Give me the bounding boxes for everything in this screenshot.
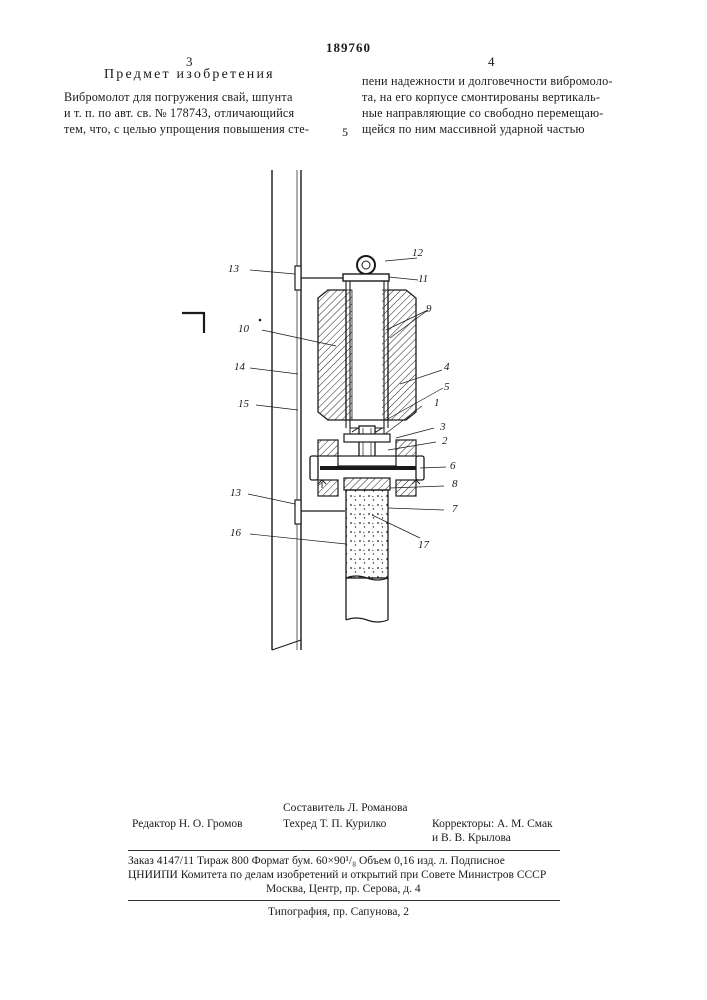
lifting-eye [357,256,375,274]
right-text-line-4: щейся по ним массивной ударной частью [362,122,585,137]
imprint-correctors-2: и В. В. Крылова [432,832,511,844]
striking-mass-left [318,290,346,420]
eccentric-lower-left [318,480,338,496]
label-14: 14 [234,361,246,373]
right-text-line-2: та, на его корпусе смонтированы вертикал… [362,90,600,105]
pile-head [346,490,388,578]
imprint-divider [128,850,560,851]
line-number: 5 [342,125,348,140]
label-1: 1 [434,397,440,409]
label-8: 8 [452,478,458,490]
label-7: 7 [452,503,458,515]
label-5: 5 [444,381,450,393]
technical-drawing: 13 12 11 9 10 14 15 4 5 1 3 2 6 8 7 17 1… [160,170,600,660]
label-12: 12 [412,247,424,259]
imprint-organization: ЦНИИПИ Комитета по делам изобретений и о… [128,869,546,881]
eccentric-upper-left [318,440,338,456]
right-text-line-1: пени надежности и долговечности вибромол… [362,74,613,89]
label-10: 10 [238,323,250,335]
right-text-line-3: ные направляющие со свободно перемещаю- [362,106,604,121]
label-6: 6 [450,460,456,472]
clamp-upper [295,266,301,290]
imprint-compiler: Составитель Л. Романова [283,802,407,814]
left-text-line-3: тем, что, с целью упрощения повышения ст… [64,122,309,137]
imprint-order: Заказ 4147/11 Тираж 800 Формат бум. 60×9… [128,855,505,867]
section-heading: Предмет изобретения [104,67,275,83]
label-17: 17 [418,539,430,551]
label-16: 16 [230,527,242,539]
label-11: 11 [418,273,428,285]
column-number-right: 4 [488,54,495,70]
imprint-address: Москва, Центр, пр. Серова, д. 4 [266,883,421,895]
imprint-editor: Редактор Н. О. Громов [132,818,243,830]
patent-number: 189760 [326,40,371,56]
label-9: 9 [426,303,432,315]
left-text-line-1: Вибромолот для погружения свай, шпунта [64,90,293,105]
helmet-cushion [344,478,390,490]
label-13-lower: 13 [230,487,242,499]
imprint-techred: Техред Т. П. Курилко [283,818,386,830]
label-13-upper: 13 [228,263,240,275]
imprint-printer: Типография, пр. Сапунова, 2 [268,906,409,918]
left-text-line-2: и т. п. по авт. св. № 178743, отличающий… [64,106,294,121]
striking-mass-right [388,290,416,420]
label-3: 3 [439,421,446,433]
label-15: 15 [238,398,250,410]
clamp-lower [295,500,301,524]
imprint-divider-2 [128,900,560,901]
label-4: 4 [444,361,450,373]
pile-body [346,578,388,620]
label-2: 2 [442,435,448,447]
top-cap [343,274,389,281]
imprint-correctors: Корректоры: А. М. Смак [432,818,553,830]
